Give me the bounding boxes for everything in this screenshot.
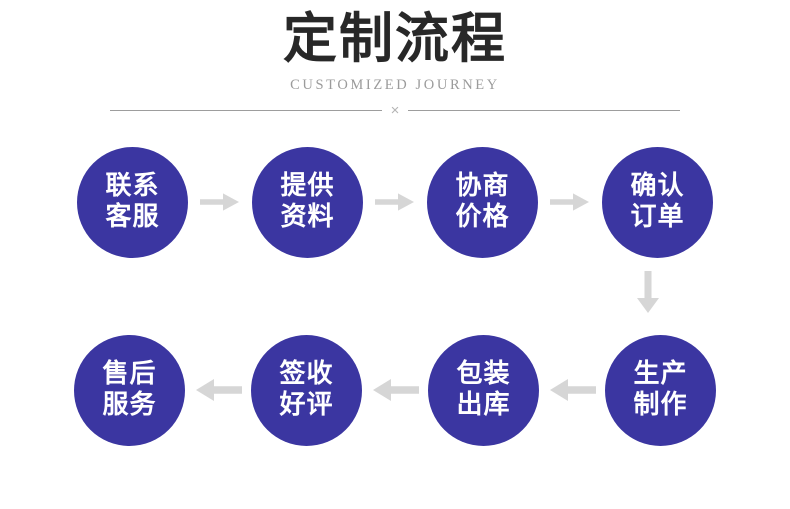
flow-step-label-line1: 生产: [633, 359, 688, 389]
header-divider: ×: [0, 103, 790, 118]
flow-step-label-line2: 订单: [630, 202, 685, 232]
flow-step-negotiate-price[interactable]: 协商 价格: [427, 146, 538, 258]
divider-line-right: [408, 110, 681, 111]
flow-step-label-line2: 客服: [105, 202, 160, 232]
divider-line-left: [109, 110, 382, 111]
arrow-right-icon: [363, 191, 427, 213]
flow-step-label-line2: 服务: [102, 390, 157, 420]
flow-step-label-line1: 签收: [279, 359, 334, 389]
flow-step-label-line1: 售后: [102, 359, 157, 389]
arrow-left-icon: [185, 377, 251, 403]
flow-step-packaging-shipping[interactable]: 包装 出库: [428, 334, 539, 446]
flow-step-label-line2: 资料: [280, 202, 335, 232]
flow-step-label-line1: 联系: [105, 171, 160, 201]
arrow-right-icon: [538, 191, 602, 213]
flow-step-label-line1: 包装: [456, 359, 511, 389]
flow-step-production[interactable]: 生产 制作: [605, 334, 716, 446]
flow-step-label-line1: 确认: [630, 171, 685, 201]
page-title: 定制流程: [283, 7, 507, 70]
flow-step-label-line2: 制作: [633, 390, 688, 420]
flow-row-bottom: 售后 服务 签收 好评 包装 出库 生产 制作: [0, 328, 790, 452]
arrow-left-icon: [362, 377, 428, 403]
page-header: 定制流程 CUSTOMIZED JOURNEY ×: [0, 0, 790, 118]
flow-step-sign-and-review[interactable]: 签收 好评: [251, 334, 362, 446]
flow-step-label-line2: 出库: [456, 390, 511, 420]
flow-step-label-line2: 好评: [279, 390, 334, 420]
flow-step-confirm-order[interactable]: 确认 订单: [602, 146, 713, 258]
flow-step-provide-materials[interactable]: 提供 资料: [252, 146, 363, 258]
page-subtitle: CUSTOMIZED JOURNEY: [290, 77, 500, 93]
flow-step-contact-service[interactable]: 联系 客服: [77, 146, 188, 258]
flow-step-after-sales-service[interactable]: 售后 服务: [74, 334, 185, 446]
flow-step-label-line1: 提供: [280, 171, 335, 201]
divider-cross-icon: ×: [390, 102, 400, 119]
arrow-right-icon: [188, 191, 252, 213]
arrow-left-icon: [539, 377, 605, 403]
flow-step-label-line2: 价格: [455, 202, 510, 232]
flow-step-label-line1: 协商: [455, 171, 510, 201]
flow-row-top: 联系 客服 提供 资料 协商 价格 确认 订单: [0, 140, 790, 264]
process-flow-diagram: 联系 客服 提供 资料 协商 价格 确认 订单: [0, 140, 790, 452]
